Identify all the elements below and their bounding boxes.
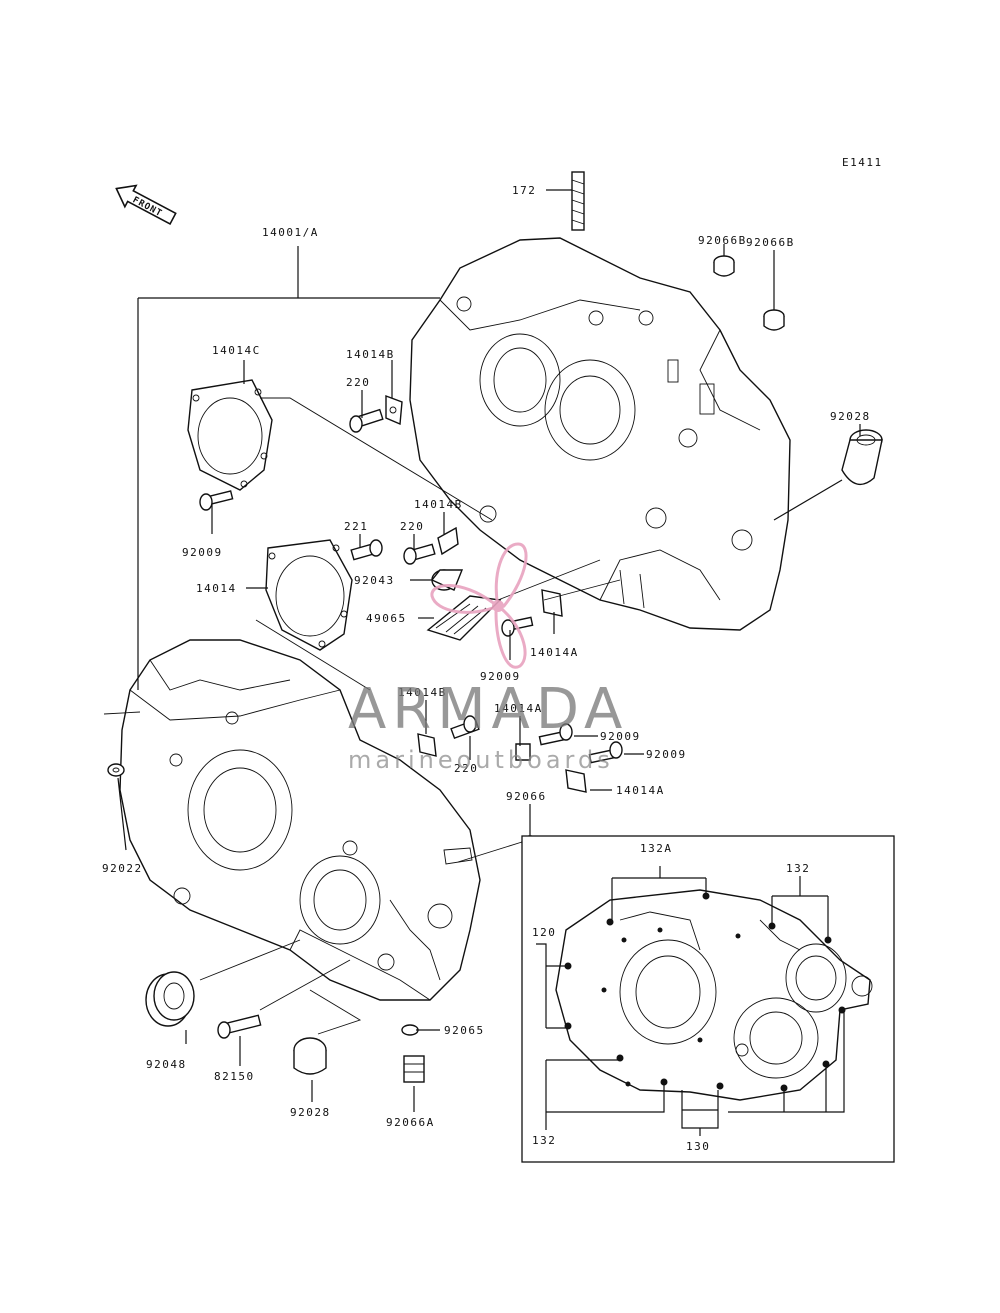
inset-bolt-layout (521, 835, 895, 1163)
callout-130: 130 (686, 1140, 710, 1153)
bushing-92028-1 (841, 429, 883, 486)
watermark-tagline: marineoutboards (348, 746, 614, 774)
dowel-92066b-2 (763, 309, 785, 331)
callout-92066b-1: 92066B (698, 234, 747, 247)
plug-82150 (217, 1014, 262, 1039)
watermark-brand: ARMADA (348, 677, 628, 742)
seal-92048 (145, 971, 195, 1027)
callout-92048: 92048 (146, 1058, 187, 1071)
callout-92009-1: 92009 (182, 546, 223, 559)
callout-92065: 92065 (444, 1024, 485, 1037)
front-arrow-icon: FRONT (115, 184, 177, 226)
callout-92009-2: 92009 (480, 670, 521, 683)
clamp-14014b-2 (437, 526, 459, 556)
callout-92009-4: 92009 (646, 748, 687, 761)
bushing-92028-2 (293, 1037, 327, 1075)
callout-82150: 82150 (214, 1070, 255, 1083)
screw-92009-3 (538, 723, 573, 746)
screw-92009-1 (199, 490, 234, 511)
callout-14014b-2: 14014B (414, 498, 463, 511)
callout-labels: 172 92066B 92066B 14001/A 14014C 14014B … (102, 184, 871, 1153)
clamp-14014a-1 (541, 589, 563, 617)
callout-220-2: 220 (400, 520, 424, 533)
callout-92043: 92043 (354, 574, 395, 587)
gasket-14014c (187, 379, 273, 491)
bolt-221 (350, 539, 383, 561)
callout-14014b-1: 14014B (346, 348, 395, 361)
washer-92065 (401, 1024, 419, 1036)
diagram-code: E1411 (842, 156, 883, 169)
callout-220-3: 220 (454, 762, 478, 775)
callout-92066: 92066 (506, 790, 547, 803)
guide-49065 (426, 595, 502, 641)
bolt-220-1 (349, 408, 384, 433)
callout-92028-1: 92028 (830, 410, 871, 423)
callout-92066b-2: 92066B (746, 236, 795, 249)
callout-172: 172 (512, 184, 536, 197)
callout-14014a-2: 14014A (494, 702, 543, 715)
callout-132-2: 132 (532, 1134, 556, 1147)
callout-14001a: 14001/A (262, 226, 319, 239)
watermark: ARMADA marineoutboards (348, 542, 628, 774)
screw-92009-4 (588, 741, 623, 764)
callout-132-1: 132 (786, 862, 810, 875)
propeller-logo-icon (430, 542, 528, 669)
callout-120: 120 (532, 926, 556, 939)
right-crankcase-half (409, 237, 791, 631)
callout-14014a-1: 14014A (530, 646, 579, 659)
callout-92022: 92022 (102, 862, 143, 875)
callout-14014c: 14014C (212, 344, 261, 357)
bolt-220-3 (450, 715, 480, 740)
gasket-14014 (265, 539, 353, 651)
screw-92009-2 (501, 616, 534, 637)
dowel-92066b-1 (713, 255, 735, 277)
callout-14014a-3: 14014A (616, 784, 665, 797)
clamp-14014b-1 (385, 394, 403, 426)
callout-49065: 49065 (366, 612, 407, 625)
washer-92022 (107, 763, 125, 777)
callout-14014b-3: 14014B (398, 686, 447, 699)
leader-lines (103, 189, 861, 1112)
callout-92028-2: 92028 (290, 1106, 331, 1119)
callout-220-1: 220 (346, 376, 370, 389)
bolt-220-2 (403, 543, 436, 565)
callout-221: 221 (344, 520, 368, 533)
callout-14014: 14014 (196, 582, 237, 595)
clamp-14014b-3 (417, 733, 437, 757)
left-crankcase-half (119, 639, 481, 1001)
clamp-14014a-3 (565, 769, 587, 793)
clamp-14014a-2 (515, 743, 531, 761)
callout-132a: 132A (640, 842, 673, 855)
callout-92066a: 92066A (386, 1116, 435, 1129)
callout-92009-3: 92009 (600, 730, 641, 743)
plug-92066a (403, 1055, 425, 1083)
stud-172 (571, 171, 585, 231)
